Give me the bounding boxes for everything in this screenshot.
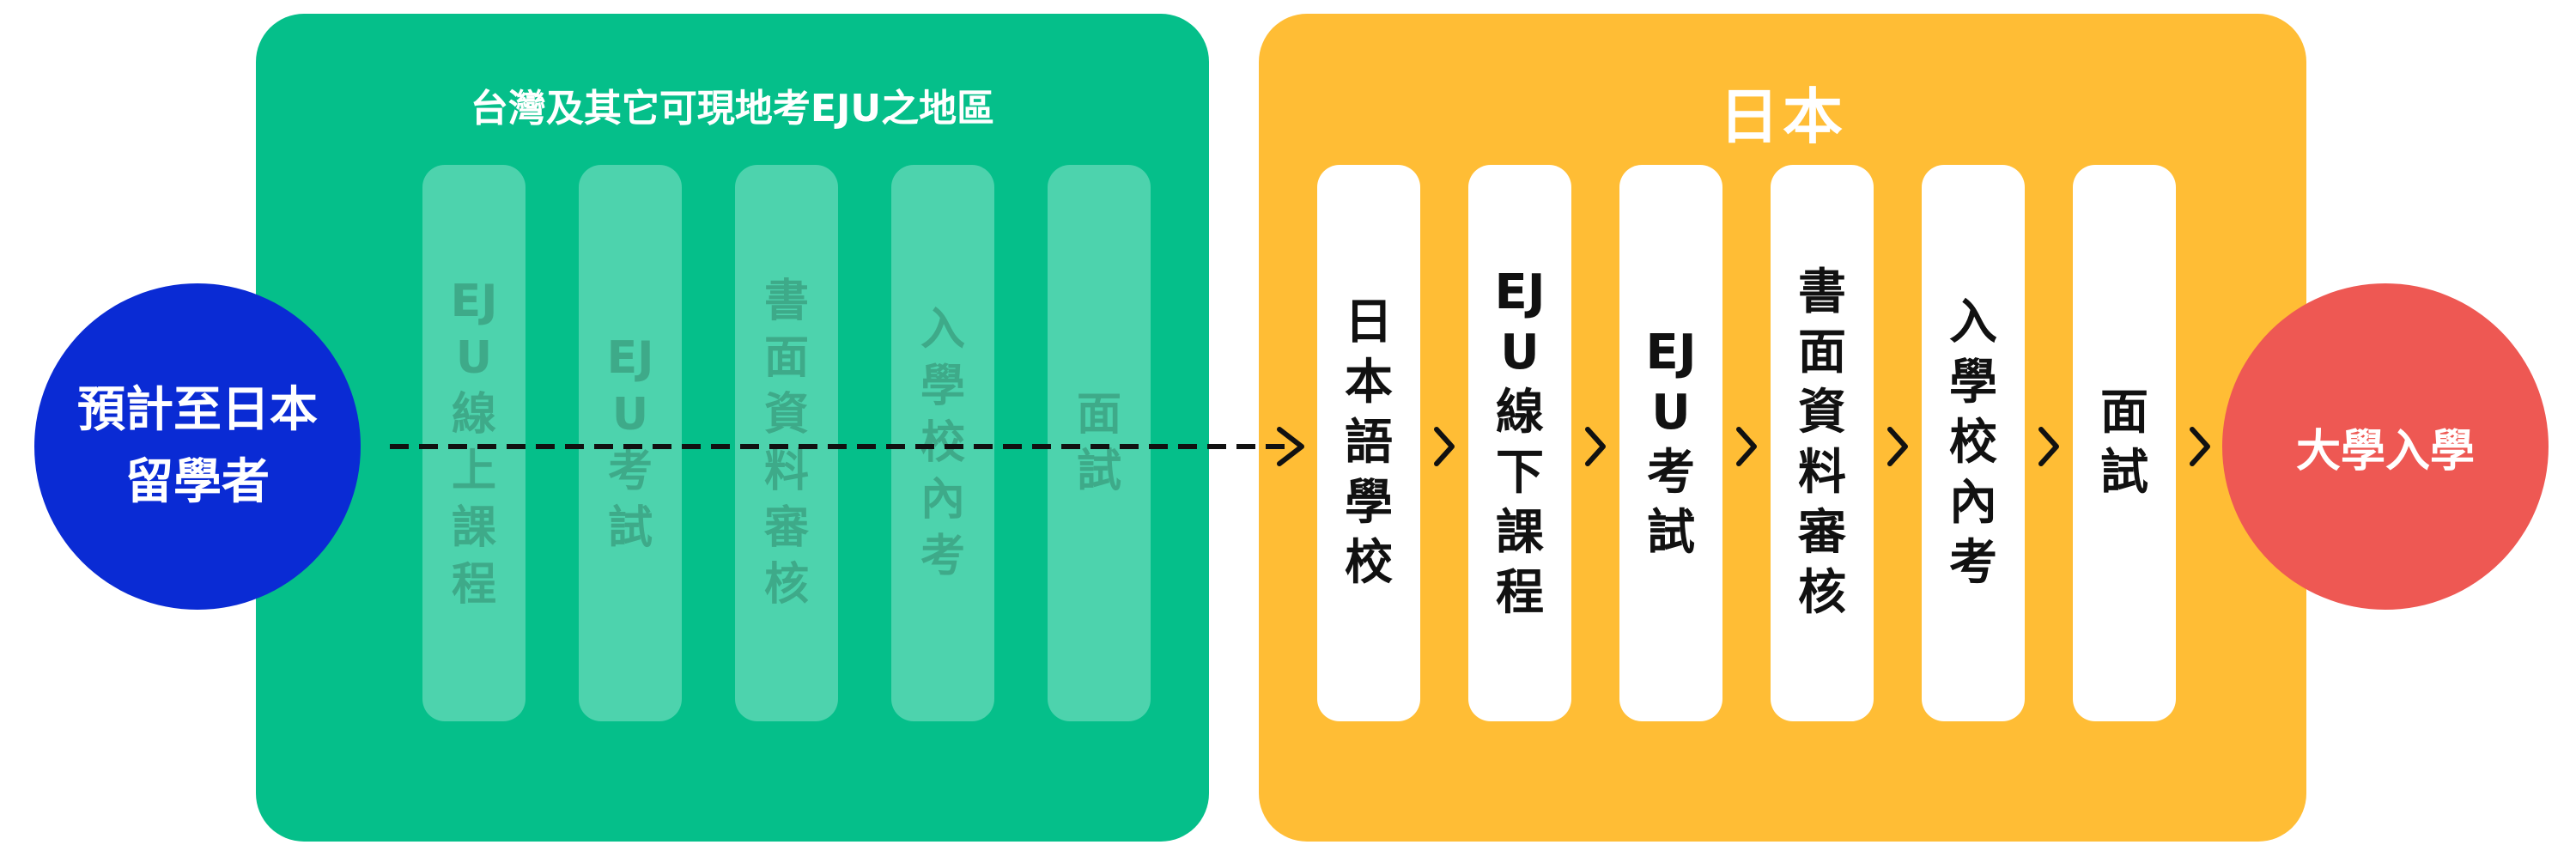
japan-step-school-entrance-exam: 入學校內考	[1922, 165, 2025, 721]
japan-step-interview: 面試	[2073, 165, 2176, 721]
chevron-right-icon	[1736, 427, 1757, 466]
taiwan-panel-title: 台灣及其它可現地考EJU之地區	[470, 87, 995, 131]
japan-step-document-review: 書面資料審核	[1771, 165, 1874, 721]
step-label: EJU考試	[606, 332, 654, 554]
chevron-right-icon	[1277, 427, 1304, 466]
step-label: 入學校內考	[920, 304, 965, 582]
chevron-right-icon	[1434, 427, 1455, 466]
start-node: 預計至日本留學者	[34, 283, 361, 610]
step-label: EJU線下課程	[1494, 264, 1546, 621]
japan-panel-title: 日本	[1719, 82, 1846, 152]
end-node-label: 大學入學	[2295, 425, 2475, 477]
chevron-right-icon	[2190, 427, 2210, 466]
step-label: 入學校內考	[1949, 295, 1997, 591]
chevron-right-icon	[1887, 427, 1908, 466]
step-label: 面試	[2100, 385, 2148, 501]
chevron-right-icon	[1585, 427, 1606, 466]
step-label: 書面資料審核	[1798, 264, 1846, 621]
taiwan-step-eju-exam: EJU考試	[579, 165, 682, 721]
end-node: 大學入學	[2222, 283, 2549, 610]
step-label: 書面資料審核	[763, 276, 809, 611]
step-label: 日本語學校	[1345, 295, 1393, 591]
start-node-label: 預計至日本留學者	[77, 382, 318, 510]
taiwan-step-school-entrance-exam: 入學校內考	[891, 165, 994, 721]
japan-step-eju-exam: EJU考試	[1619, 165, 1722, 721]
japan-step-language-school: 日本語學校	[1317, 165, 1420, 721]
step-label: 面試	[1076, 389, 1121, 497]
step-label: EJU線上課程	[450, 276, 498, 611]
step-label: EJU考試	[1645, 325, 1697, 561]
chevron-right-icon	[2038, 427, 2059, 466]
taiwan-step-eju-online-course: EJU線上課程	[422, 165, 526, 721]
taiwan-step-document-review: 書面資料審核	[735, 165, 838, 721]
taiwan-step-interview: 面試	[1048, 165, 1151, 721]
japan-step-eju-offline-course: EJU線下課程	[1468, 165, 1571, 721]
